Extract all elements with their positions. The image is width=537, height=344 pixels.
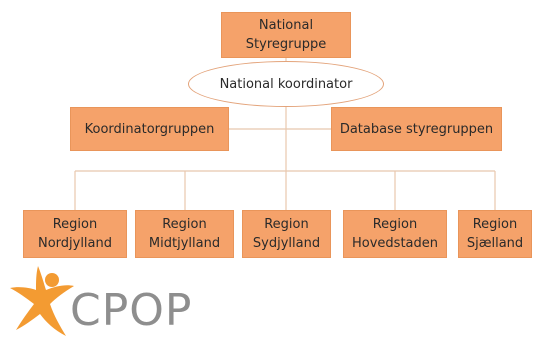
cpop-star-icon [10, 266, 74, 336]
box-label-line: Styregruppe [245, 37, 327, 52]
box-label-line: Hovedstaden [352, 236, 438, 251]
koordinatorgruppen-box: Koordinatorgruppen [70, 107, 229, 151]
region-nordjylland-box: Region Nordjylland [23, 210, 127, 258]
cpop-logo-text: CPOP [70, 285, 193, 336]
box-label-line: Region [52, 217, 98, 232]
box-label: Koordinatorgruppen [84, 121, 215, 137]
region-sjaelland-box: Region Sjælland [458, 210, 532, 258]
box-label-line: Region [472, 217, 518, 232]
box-label-line: Region [162, 217, 207, 232]
box-label-line: Sydjylland [252, 236, 321, 251]
national-koordinator-ellipse: National koordinator [188, 61, 384, 107]
box-label-line: Nordjylland [37, 236, 113, 251]
region-sydjylland-box: Region Sydjylland [242, 210, 331, 258]
box-label-line: Region [264, 217, 309, 232]
region-midtjylland-box: Region Midtjylland [135, 210, 234, 258]
region-hovedstaden-box: Region Hovedstaden [343, 210, 447, 258]
database-styregruppen-box: Database styregruppen [331, 107, 502, 151]
box-label-line: Region [372, 217, 418, 232]
ellipse-label: National koordinator [219, 76, 353, 92]
box-label-line: Sjælland [466, 236, 524, 251]
national-styregruppe-box: National Styregruppe [221, 12, 351, 58]
box-label-line: Midtjylland [148, 236, 221, 251]
box-label: Database styregruppen [339, 121, 494, 137]
box-label-line: National [258, 18, 314, 33]
